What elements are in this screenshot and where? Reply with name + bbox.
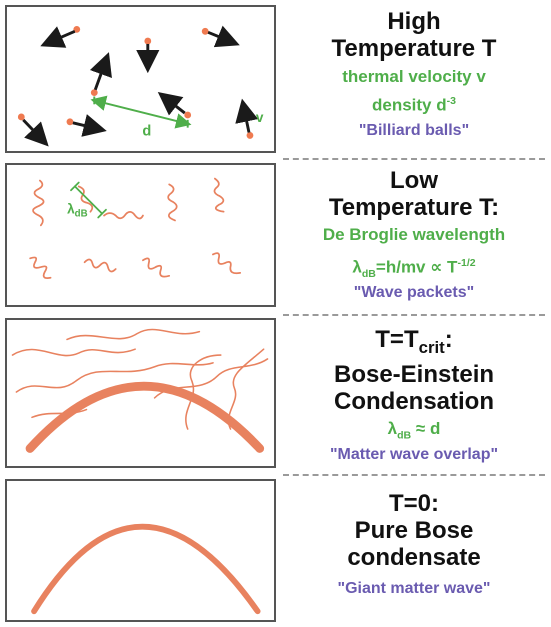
lambda-db-marker (70, 181, 107, 219)
overlap-wave-2 (15, 362, 214, 393)
overlap-wave-3 (66, 328, 201, 341)
panel-critical-temperature (5, 318, 276, 468)
particle-5 (157, 91, 192, 119)
separator-1 (283, 158, 545, 160)
overlap-wave-7 (31, 408, 88, 419)
distance-d-marker (90, 95, 192, 129)
section3-title: T=Tcrit: Bose-Einstein Condensation (283, 326, 545, 415)
wave-packet-9 (77, 185, 94, 213)
particle-2 (136, 37, 160, 74)
section2-formula: λdB=h/mv ∝ T-1/2 (352, 257, 476, 281)
section1-thermal-velocity: thermal velocity v (342, 67, 486, 86)
d-label: d (142, 123, 151, 139)
wave-packet-1 (32, 179, 45, 227)
section3-formula: λdB ≈ d (387, 419, 441, 442)
section3-title-line1: T=Tcrit: (375, 326, 453, 357)
overlap-wave-6 (227, 348, 265, 430)
panel-high-temperature: d v (5, 5, 276, 153)
wave-packet-7 (142, 257, 171, 278)
section1-title-line2: Temperature T (331, 35, 497, 62)
section4-note: "Giant matter wave" (337, 580, 491, 597)
separator-3 (283, 474, 545, 476)
wave-packet-4 (213, 177, 225, 213)
section3-title-line3: Condensation (334, 387, 494, 415)
section3-note: "Matter wave overlap" (329, 446, 499, 463)
wave-packet-6 (83, 258, 117, 273)
section4-title-line1: T=0: (388, 490, 439, 517)
section1-title-line1: High (387, 8, 441, 35)
wave-packet-5 (29, 256, 52, 280)
wave-packet-8 (212, 252, 242, 275)
section4-title: T=0: Pure Bose condensate (283, 490, 545, 571)
particle-7 (66, 114, 107, 137)
lambda-db-label: λdB (67, 202, 88, 220)
particle-8 (235, 98, 259, 139)
section2-title-line2: Temperature T: (328, 194, 500, 221)
particle-6 (17, 113, 49, 147)
section1-note: "Billiard balls" (358, 122, 470, 139)
section2-title: Low Temperature T: (283, 167, 545, 221)
wave-packet-2 (103, 211, 144, 220)
matter-wave-overlap-diagram (11, 328, 269, 453)
particle-3 (201, 25, 240, 48)
section2-note: "Wave packets" (353, 284, 475, 301)
panel-low-temperature: λdB (5, 163, 276, 307)
overlap-wave-1 (11, 348, 136, 357)
section4-title-line2: Pure Bose (354, 517, 474, 544)
panel-zero-temperature (5, 479, 276, 622)
v-label: v (256, 110, 264, 125)
overlap-wave-5 (185, 354, 222, 430)
giant-matter-wave-diagram (31, 524, 261, 615)
section1-title: High Temperature T (283, 8, 545, 62)
wave-packets-diagram: λdB (29, 177, 242, 280)
section3-title-line2: Bose-Einstein (333, 360, 495, 388)
section2-de-broglie: De Broglie wavelength (322, 225, 506, 244)
separator-2 (283, 314, 545, 316)
condensate-arc-partial (25, 381, 265, 453)
billiard-balls-diagram: d v (17, 25, 264, 147)
section2-title-line1: Low (390, 167, 438, 194)
wave-packet-3 (167, 183, 178, 222)
particle-4 (89, 52, 112, 97)
section1-density: density d-3 (372, 95, 456, 115)
giant-matter-wave-arc (31, 524, 261, 615)
section4-title-line3: condensate (347, 544, 481, 571)
particle-1 (40, 25, 81, 48)
